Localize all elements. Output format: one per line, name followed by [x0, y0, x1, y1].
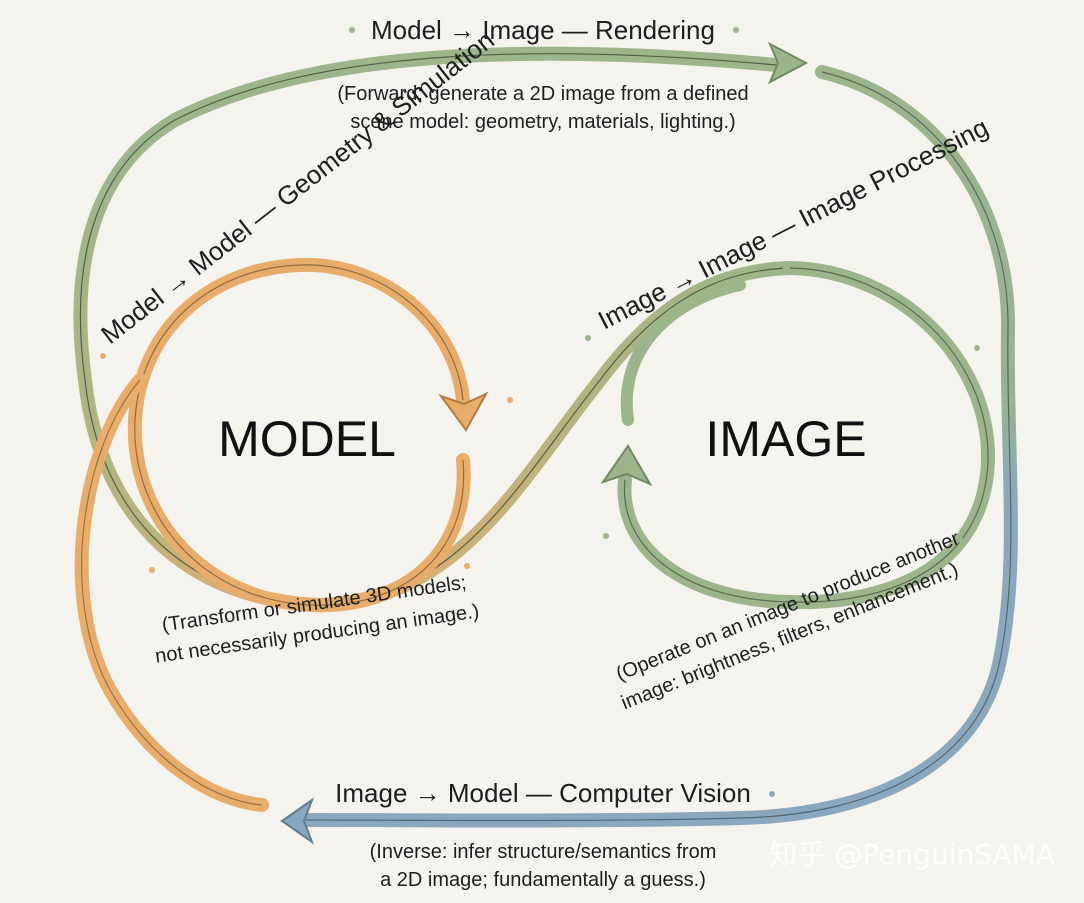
rendering-desc-line2: scene model: geometry, materials, lighti… — [350, 111, 735, 133]
geometry-title-dot-left — [100, 353, 106, 359]
processing-desc-line2: image: brightness, filters, enhancement.… — [618, 559, 961, 715]
rendering-title: Model → Image — Rendering — [371, 15, 715, 45]
geometry-simulation-arrow — [127, 257, 489, 613]
image-processing-arrow — [600, 261, 996, 610]
processing-desc-dot-left — [603, 533, 609, 539]
rendering-arrow — [73, 41, 809, 612]
processing-title: Image → Image — Image Processing — [593, 112, 993, 336]
geometry-desc-dot-right — [464, 563, 470, 569]
geometry-title-dot-right — [507, 397, 513, 403]
vision-desc-line1: (Inverse: infer structure/semantics from — [370, 841, 717, 863]
processing-title-dot-left — [585, 335, 591, 341]
rendering-title-dot-left — [349, 27, 355, 33]
rendering-title-dot-right — [733, 27, 739, 33]
geometry-desc-dot-left — [149, 567, 155, 573]
geometry-arrowhead — [438, 391, 489, 432]
watermark: 知乎 @PenguinSAMA — [769, 838, 1055, 871]
image-processing-arrowhead — [600, 444, 653, 487]
vision-arrowhead — [280, 797, 315, 845]
processing-desc-line1: (Operate on an image to produce another — [613, 527, 963, 685]
vision-return-curve — [74, 373, 269, 812]
rendering-arrowhead — [767, 41, 809, 85]
vision-title: Image → Model — Computer Vision — [335, 778, 751, 808]
vision-desc-line2: a 2D image; fundamentally a guess.) — [380, 869, 706, 891]
processing-title-dot-right — [974, 345, 980, 351]
processing-title-wrap: Image → Image — Image Processing — [593, 112, 993, 336]
rendering-desc-line1: (Forward: generate a 2D image from a def… — [337, 83, 748, 105]
processing-desc-dot-right — [959, 538, 965, 544]
image-node-label: IMAGE — [705, 411, 866, 467]
model-node-label: MODEL — [218, 411, 396, 467]
vision-title-dot — [769, 791, 775, 797]
vision-arrow — [280, 65, 1018, 845]
